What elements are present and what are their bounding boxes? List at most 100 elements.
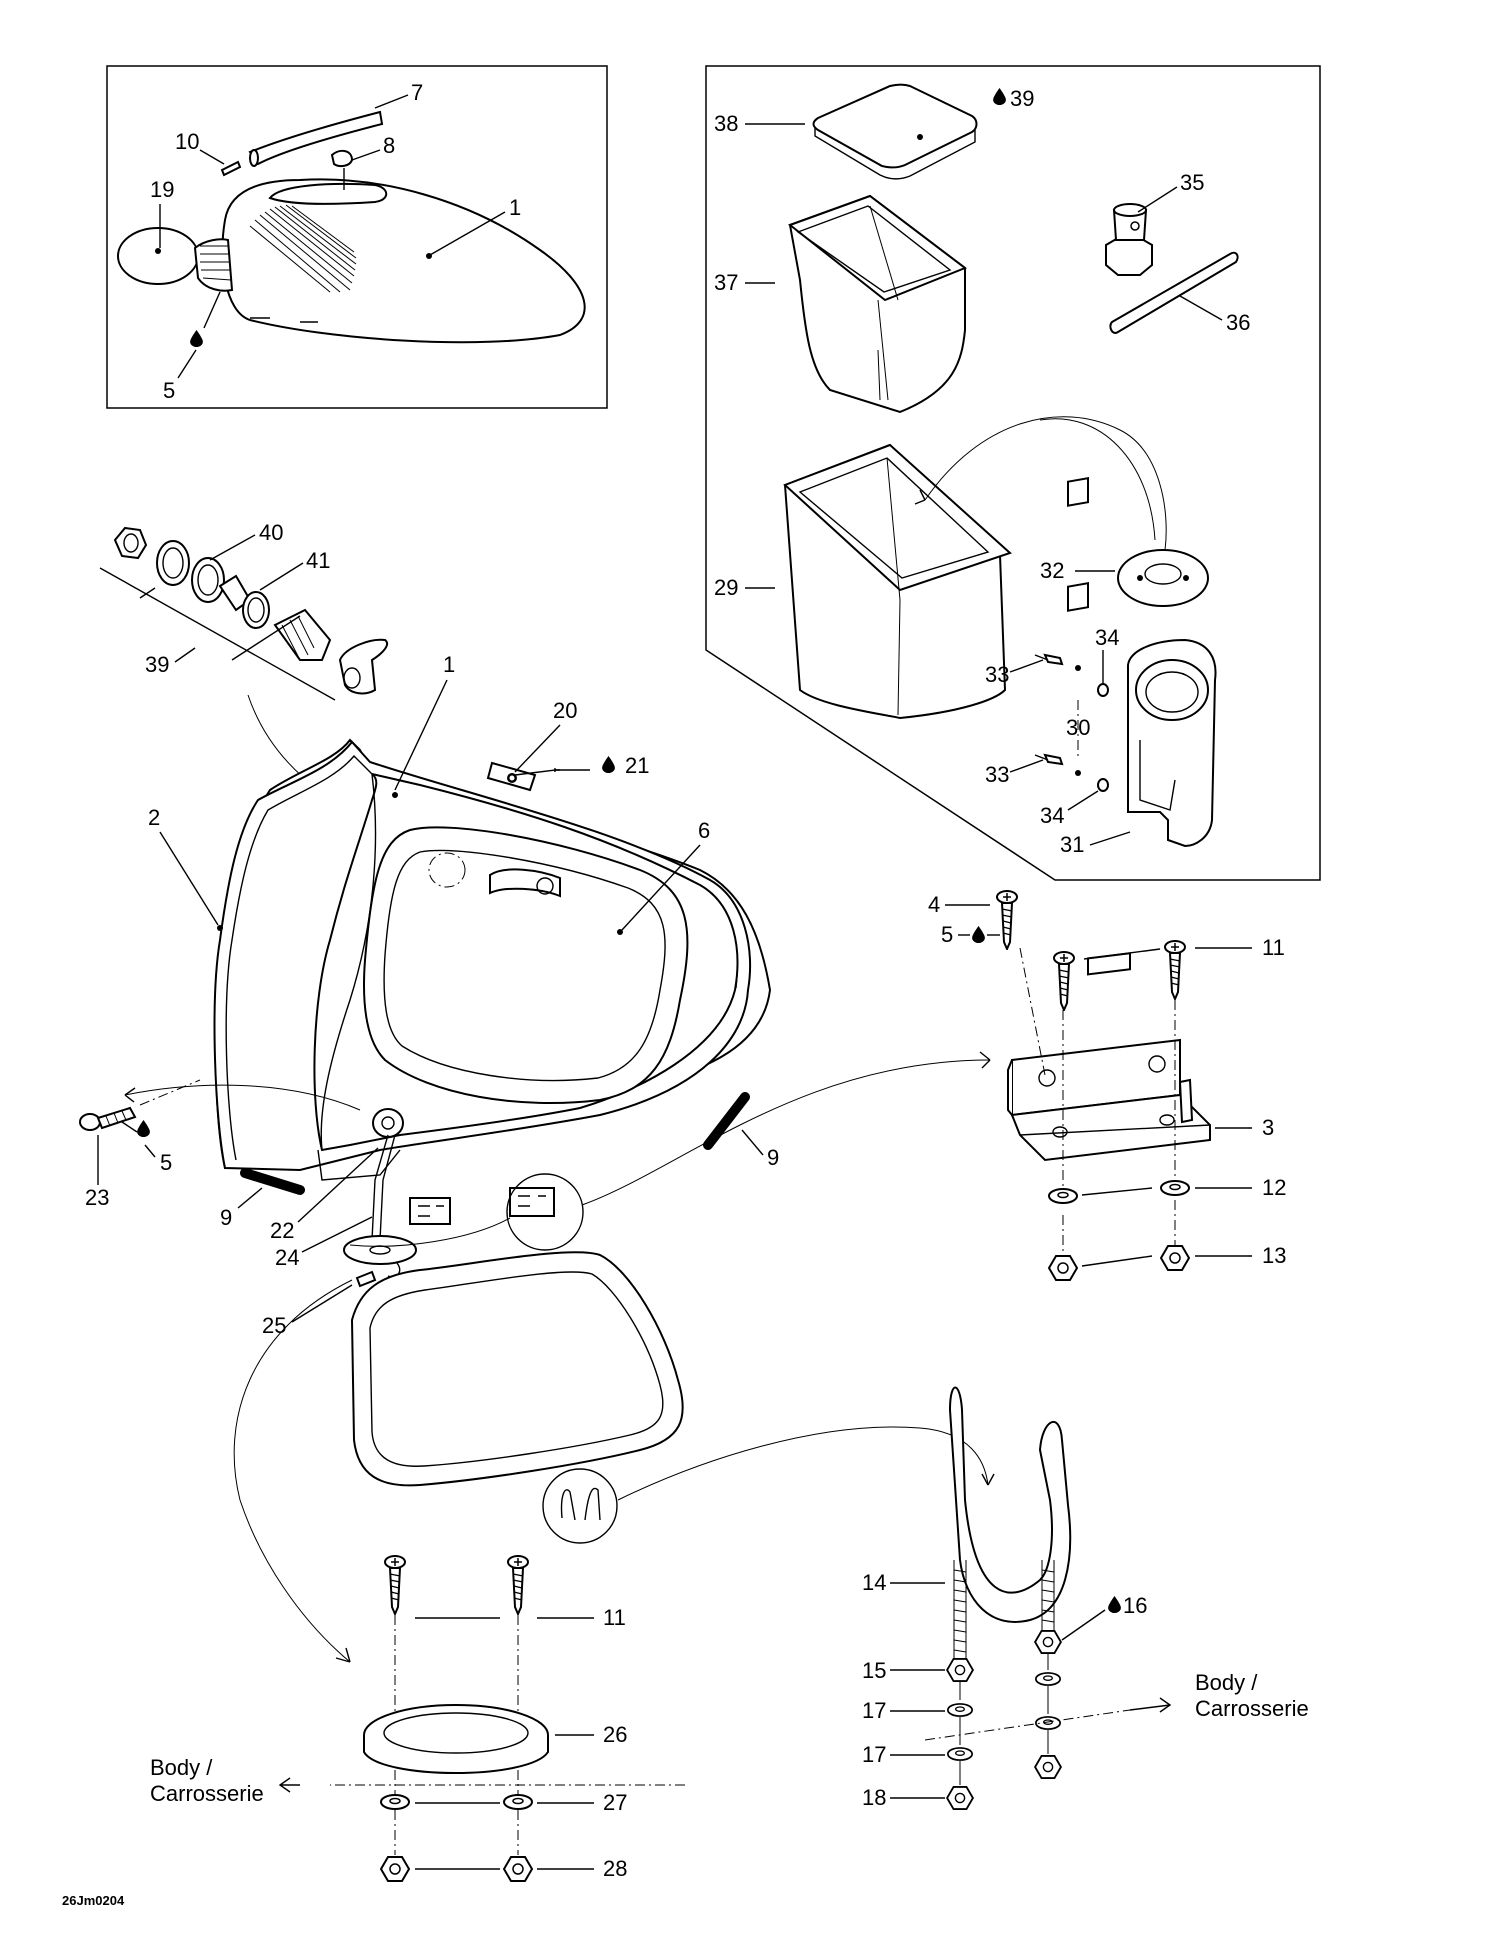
washer-16-a [1035, 1672, 1061, 1686]
storage-bag [221, 178, 586, 344]
callout-35: 35 [1180, 170, 1204, 195]
callout-17-a: 17 [862, 1698, 886, 1723]
callout-40: 40 [259, 520, 283, 545]
pin [220, 160, 242, 177]
callout-11-hinge: 11 [1262, 935, 1285, 960]
nut-16-b [1034, 1755, 1062, 1779]
nut-15 [946, 1658, 974, 1682]
callout-20: 20 [553, 698, 577, 723]
callout-36: 36 [1226, 310, 1250, 335]
kit-bracket [99, 567, 336, 701]
callout-27: 27 [603, 1790, 627, 1815]
callout-4: 4 [928, 892, 940, 917]
clip-detail-circle [542, 1468, 618, 1544]
screw-11-d [507, 1555, 529, 1615]
body-label-right-1: Body / [1195, 1670, 1258, 1695]
rubber-strip-left [240, 1168, 305, 1195]
washer-12-b [1160, 1180, 1190, 1196]
callout-39-kit: 39 [145, 652, 169, 677]
callout-32: 32 [1040, 558, 1064, 583]
hinge-plate [1007, 952, 1211, 1162]
callout-3: 3 [1262, 1115, 1274, 1140]
callout-5-top: 5 [163, 378, 175, 403]
oil-drop-icon [1108, 1596, 1121, 1613]
callout-13: 13 [1262, 1243, 1286, 1268]
fitting [1105, 203, 1153, 276]
u-bolt [948, 1386, 1072, 1660]
snap-fastener [330, 149, 354, 190]
screw-11-b [1164, 940, 1186, 1000]
strap [248, 110, 384, 167]
rubber-strip-right [703, 1092, 750, 1150]
nut-18 [946, 1786, 974, 1810]
callout-39-top: 39 [1010, 86, 1034, 111]
callout-22: 22 [270, 1218, 294, 1243]
callout-28: 28 [603, 1856, 627, 1881]
screw-23 [79, 1106, 137, 1131]
nut-16 [1034, 1630, 1062, 1654]
bucket-cap [1117, 549, 1209, 607]
oil-drop-icon [972, 926, 985, 943]
bucket-lid [812, 83, 978, 180]
callout-10: 10 [175, 129, 199, 154]
callout-1-top: 1 [509, 195, 521, 220]
body-label-right-2: Carrosserie [1195, 1696, 1309, 1721]
mounting-ring [363, 1704, 549, 1774]
washer-12-a [1048, 1188, 1078, 1204]
inset-box-storage-bag [106, 65, 608, 409]
callout-33-b: 33 [985, 762, 1009, 787]
storage-compartment [213, 738, 772, 1225]
callout-16: 16 [1123, 1593, 1147, 1618]
screw-11-c [384, 1555, 406, 1615]
callout-9-left: 9 [220, 1205, 232, 1230]
inset-box-bucket [705, 65, 1321, 881]
washer-27-b [503, 1794, 533, 1810]
nut-28-b [503, 1856, 533, 1882]
callout-17-b: 17 [862, 1742, 886, 1767]
oil-drop-icon [993, 88, 1006, 105]
callout-6: 6 [698, 818, 710, 843]
washer-27-a [380, 1794, 410, 1810]
body-label-left-1: Body / [150, 1755, 213, 1780]
callout-5-hinge: 5 [941, 922, 953, 947]
washer-17-a [947, 1703, 973, 1717]
hinge-detail-circle [506, 1173, 584, 1251]
callout-30: 30 [1066, 715, 1090, 740]
bucket-holder [1127, 638, 1217, 848]
callout-26: 26 [603, 1722, 627, 1747]
callout-37: 37 [714, 270, 738, 295]
gasket-frame [350, 1251, 684, 1487]
rod [1109, 251, 1239, 334]
callout-12: 12 [1262, 1175, 1286, 1200]
callout-8: 8 [383, 133, 395, 158]
screw-4 [996, 890, 1018, 950]
callout-33-a: 33 [985, 662, 1009, 687]
callout-18: 18 [862, 1785, 886, 1810]
outer-bucket [783, 443, 1012, 720]
rivets-and-plates [1034, 476, 1109, 792]
callout-25: 25 [262, 1313, 286, 1338]
callout-34-a: 34 [1095, 625, 1119, 650]
body-label-left-2: Carrosserie [150, 1781, 264, 1806]
callout-2: 2 [148, 805, 160, 830]
callout-11-bottom: 11 [603, 1605, 626, 1630]
callout-34-b: 34 [1040, 803, 1064, 828]
nut-28-a [380, 1856, 410, 1882]
washer-17-b [947, 1747, 973, 1761]
callout-24: 24 [275, 1245, 299, 1270]
drawstring-bag [117, 227, 234, 292]
callout-21: 21 [625, 753, 649, 778]
nut-13-b [1160, 1245, 1190, 1271]
callout-23: 23 [85, 1185, 109, 1210]
callout-9-right: 9 [767, 1145, 779, 1170]
callout-7: 7 [411, 80, 423, 105]
callout-38: 38 [714, 111, 738, 136]
callout-29: 29 [714, 575, 738, 600]
screw-11-a [1053, 951, 1075, 1011]
nut-13-a [1048, 1255, 1078, 1281]
inner-bucket [787, 194, 968, 414]
oil-drop-icon [602, 756, 615, 773]
oil-drop-icon [190, 330, 203, 347]
oil-drop-icon [137, 1120, 150, 1137]
